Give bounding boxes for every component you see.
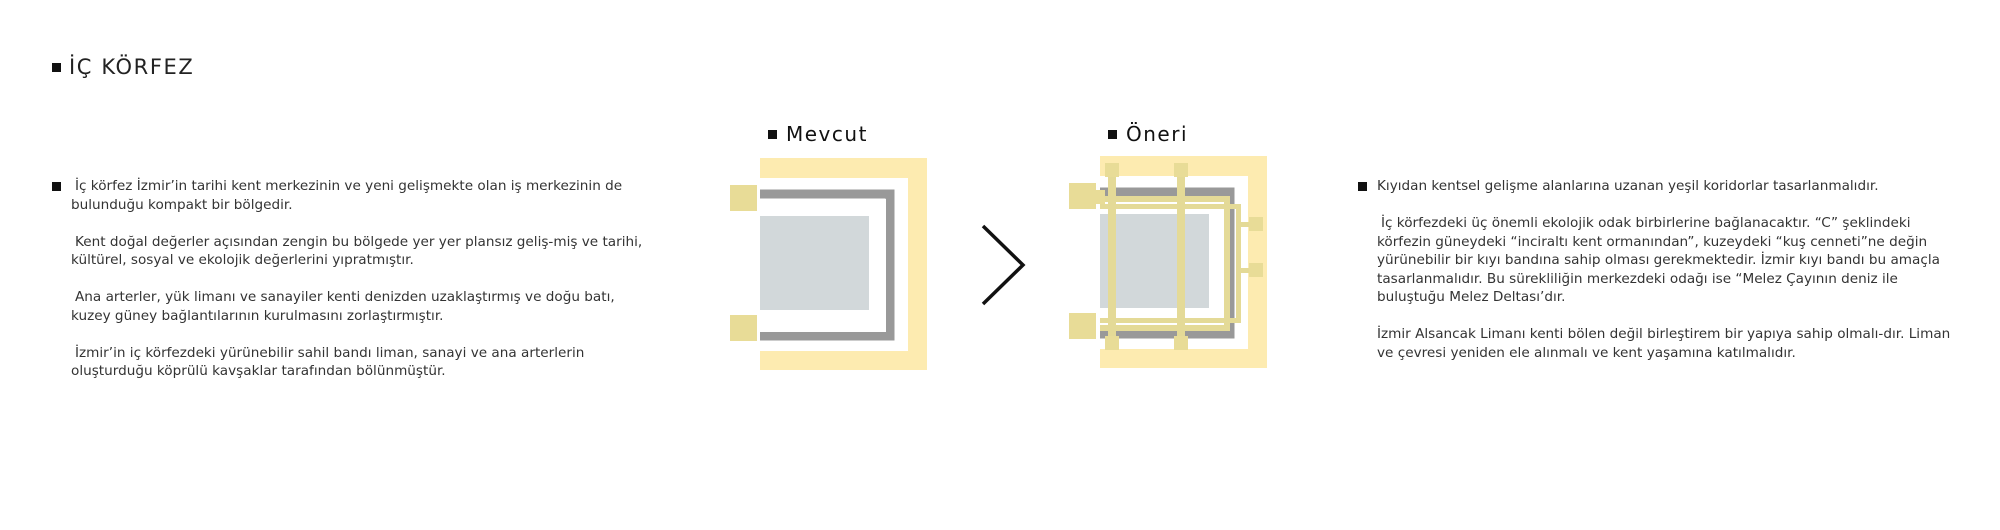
corridor-top-horizontal <box>1100 196 1226 202</box>
existing-title-bullet <box>768 129 777 139</box>
green-nodes <box>1069 163 1263 350</box>
proposal-diagram <box>1069 156 1267 368</box>
proposal-city-block <box>1100 214 1209 308</box>
arrow-icon <box>981 224 1026 306</box>
node-south-right <box>1174 336 1188 350</box>
corridor-vertical-left <box>1108 163 1116 349</box>
green-corridors <box>1100 163 1256 349</box>
corridor-right-inner <box>1236 204 1241 323</box>
left-paragraph-2: Kent doğal değerler açısından zengin bu … <box>71 233 643 269</box>
proposal-title-bullet <box>1108 129 1117 139</box>
proposal-green-node-top <box>1069 183 1096 209</box>
proposal-green-node-bottom <box>1069 313 1096 339</box>
proposal-title-text: Öneri <box>1126 122 1189 146</box>
existing-diagram <box>730 158 927 370</box>
corridor-bottom-connector <box>1100 318 1240 323</box>
node-north-left <box>1105 163 1119 177</box>
right-paragraph-2: İç körfezdeki üç önemli ekolojik odak bi… <box>1377 215 1940 305</box>
right-paragraph-1: Kıyıdan kentsel gelişme alanlarına uzana… <box>1377 178 1879 194</box>
existing-green-node-bottom <box>730 315 757 341</box>
existing-city-block <box>760 216 869 310</box>
node-west-mid <box>1096 190 1105 204</box>
right-text-block: Kıyıdan kentsel gelişme alanlarına uzana… <box>1358 177 1958 381</box>
title-text: İÇ KÖRFEZ <box>69 55 195 79</box>
title-bullet <box>52 62 61 72</box>
node-south-left <box>1105 336 1119 350</box>
corridor-right-vertical <box>1224 196 1230 331</box>
node-east-lower <box>1249 263 1263 277</box>
left-paragraph-3: Ana arterler, yük limanı ve sanayiler ke… <box>71 289 615 324</box>
node-north-right <box>1174 163 1188 177</box>
left-bullet <box>52 182 61 191</box>
corridor-bottom-horizontal <box>1100 325 1226 331</box>
existing-diagram-title: Mevcut <box>768 121 868 147</box>
left-paragraph-4: İzmir’in iç körfezdeki yürünebilir sahil… <box>71 344 585 380</box>
left-paragraph-1: İç körfez İzmir’in tarihi kent merkezini… <box>71 178 623 213</box>
node-east-upper <box>1249 217 1263 231</box>
existing-title-text: Mevcut <box>786 122 868 146</box>
corridor-top-connector <box>1100 204 1240 209</box>
corridor-east-arm-upper <box>1236 222 1256 227</box>
proposal-diagram-title: Öneri <box>1108 121 1188 147</box>
left-text-block: İç körfez İzmir’in tarihi kent merkezini… <box>52 177 652 399</box>
corridor-vertical-right <box>1177 163 1185 349</box>
page-title: İÇ KÖRFEZ <box>52 52 194 82</box>
existing-artery <box>760 189 895 341</box>
existing-green-node-top <box>730 185 757 211</box>
corridor-east-arm-lower <box>1236 268 1256 273</box>
right-paragraph-3: İzmir Alsancak Limanı kenti bölen değil … <box>1377 326 1951 361</box>
right-bullet <box>1358 182 1367 191</box>
